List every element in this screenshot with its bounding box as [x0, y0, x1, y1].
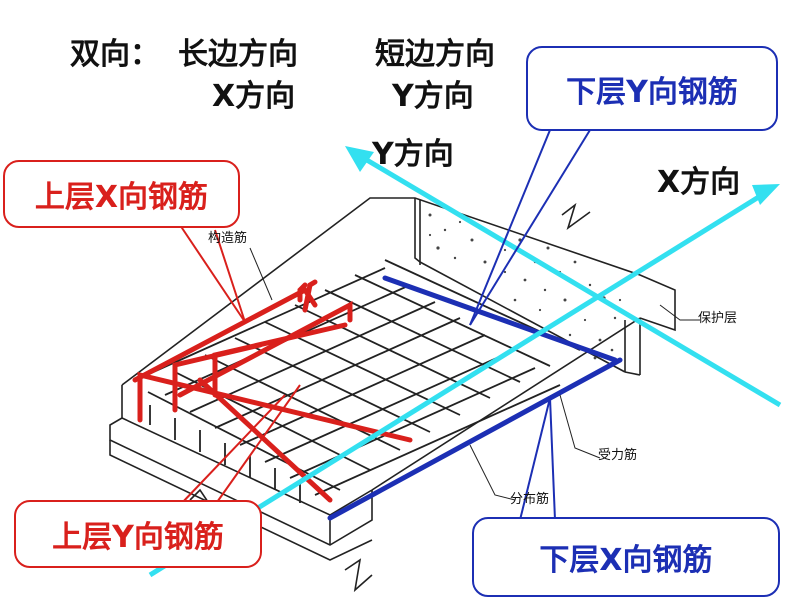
callout-lower-x-rebar: 下层X向钢筋: [472, 517, 780, 597]
y-axis-arrow: [345, 146, 782, 408]
upper-y-leader: [179, 384, 301, 506]
header-x-direction: X方向: [212, 79, 296, 114]
lower-x-rebar: [327, 275, 623, 521]
header-long-side: 长边方向: [178, 37, 298, 72]
x-axis-label: X方向: [657, 165, 741, 200]
cover-label: 保护层: [698, 311, 738, 326]
callout-lower-y-rebar: 下层Y向钢筋: [526, 46, 778, 131]
y-axis-label: Y方向: [372, 137, 454, 172]
label-leaders: [249, 247, 700, 501]
lower-y-leader: [469, 129, 591, 326]
callout-upper-x-rebar: 上层X向钢筋: [3, 160, 240, 228]
upper-y-rebar: [132, 286, 353, 503]
upper-x-leader: [179, 224, 246, 323]
distribution-bar-label: 分布筋: [510, 492, 550, 507]
structural-bar-label: 构造筋: [208, 231, 248, 246]
lower-x-leader: [519, 397, 556, 521]
header-short-side: 短边方向: [375, 37, 495, 72]
stressed-bar-label: 受力筋: [598, 448, 638, 463]
callout-upper-y-rebar: 上层Y向钢筋: [14, 500, 262, 568]
header-prefix: 双向：: [70, 37, 160, 72]
header-y-direction: Y方向: [392, 79, 474, 114]
